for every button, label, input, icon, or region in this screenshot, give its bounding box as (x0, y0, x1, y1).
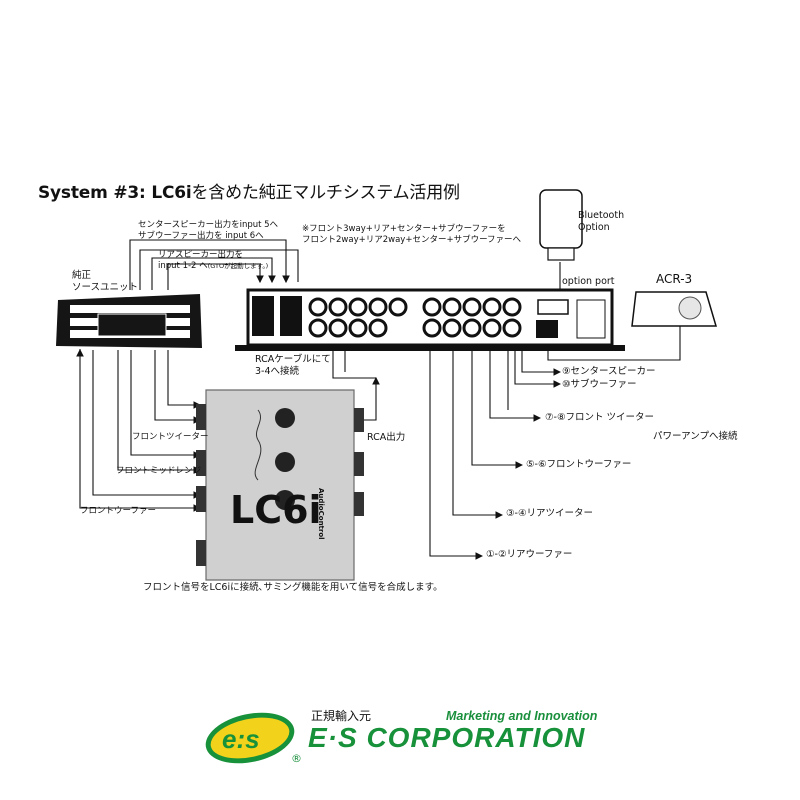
wire-rear-1 (151, 257, 276, 290)
note-config: ※フロント3way+リア+センター+サブウーファーを フロント2way+リア2w… (302, 224, 522, 245)
wire-front-mid-1 (117, 350, 202, 474)
page-title: System #3: LC6iを含めた純正マルチシステム活用例 (38, 183, 460, 203)
es-logo-mark (205, 712, 295, 764)
input-label-woofer: フロントウーファー (80, 506, 156, 516)
logo-registered: ® (291, 752, 302, 765)
processor-unit (235, 288, 625, 351)
logo-company: E·S CORPORATION (308, 722, 586, 753)
logo-mark-text: e:s (222, 724, 260, 754)
output-label-front-woofer: ⑤-⑥フロントウーファー (526, 459, 632, 470)
head-unit-label: 純正 ソースユニット (72, 270, 139, 293)
wire-rear-2 (167, 263, 264, 290)
wire-out-1-2 (429, 345, 484, 560)
bottom-note: フロント信号をLC6iに接続､サミング機能を用いて信号を合成します。 (143, 582, 443, 593)
note-center-sub: センタースピーカー出力をinput 5へ サブウーファー出力を input 6へ (138, 220, 279, 241)
option-port-label: option port (562, 276, 615, 287)
output-label-rear-woofer: ①-②リアウーファー (486, 549, 573, 560)
wire-out-7-8 (489, 345, 542, 422)
wire-front-mid-2 (130, 350, 202, 459)
logo-tagline: Marketing and Innovation (446, 709, 598, 723)
bluetooth-label: Bluetooth Option (578, 210, 625, 233)
input-label-tweeter: フロントツイーター (132, 432, 209, 442)
wire-out-center (521, 345, 562, 376)
acr3-remote (631, 291, 718, 327)
wire-front-tw-1 (154, 350, 202, 424)
rca-cable-note: RCAケーブルにて 3-4へ接続 (255, 354, 331, 377)
output-label-rear-tweeter: ③-④リアツイーター (506, 508, 593, 519)
power-amp-note: パワーアンプへ接続 (653, 431, 738, 442)
output-label-center: ⑨センタースピーカー (562, 366, 656, 377)
wire-center-sub (129, 239, 290, 290)
bluetooth-dongle (539, 189, 583, 261)
note-rear: リアスピーカー出力を input 1-2 へ(GTOが起動します。) (158, 250, 269, 271)
lc6i-unit (196, 389, 364, 581)
acr3-label: ACR-3 (656, 272, 693, 286)
head-unit (56, 294, 202, 348)
output-label-front-tweeter: ⑦-⑧フロント ツイーター (545, 412, 654, 423)
wire-out-5-6 (471, 345, 524, 469)
input-label-midrange: フロントミッドレンジ (116, 466, 202, 476)
wire-out-3-4 (452, 345, 504, 519)
lc6i-model: LC6i (230, 488, 322, 532)
rca-out-label: RCA出力 (367, 432, 406, 443)
output-label-sub: ⑩サブウーファー (562, 379, 637, 390)
logo-importer-label: 正規輸入元 (311, 709, 372, 723)
wire-out-sub (514, 345, 562, 388)
wire-front-woofer-2 (92, 350, 202, 499)
wire-front-tw-2 (167, 350, 202, 409)
wire-center-2 (139, 249, 299, 290)
wire-front-woofer-1 (79, 350, 202, 512)
